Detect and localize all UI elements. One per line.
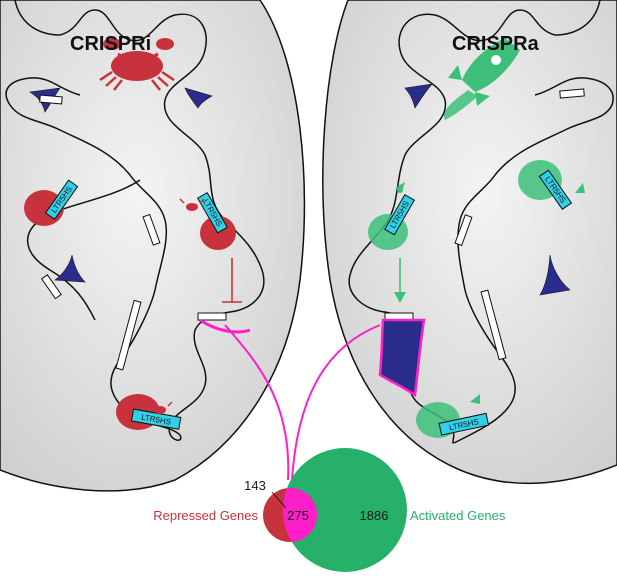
small-rocket-icon-2 <box>575 183 585 193</box>
left-gene-box-3 <box>40 274 62 300</box>
rocket-icon <box>444 38 520 120</box>
connector-left <box>224 324 290 481</box>
small-crab-icon-2 <box>147 401 173 414</box>
crispri-title: CRISPRi <box>70 33 151 55</box>
activated-genes-circle <box>283 448 407 572</box>
left-chromatin-branch <box>26 179 141 321</box>
activated-only-count: 1886 <box>360 508 389 523</box>
right-gene-box-2 <box>454 214 473 247</box>
crispra-title: CRISPRa <box>452 33 540 55</box>
left-gene-3 <box>54 254 86 283</box>
small-rocket-icon-3 <box>470 394 480 404</box>
repressed-only-count: 143 <box>244 478 266 493</box>
right-gene-box-1 <box>559 88 585 99</box>
left-chromatin-fiber <box>5 0 265 441</box>
small-crab-icon-1 <box>179 198 205 211</box>
small-rocket-icon-1 <box>395 182 405 193</box>
crab-icon <box>99 38 175 91</box>
repressed-count-leader <box>271 491 287 509</box>
repressed-genes-label: Repressed Genes <box>153 508 258 523</box>
left-gene-box-1 <box>39 94 63 105</box>
activated-genes-label: Activated Genes <box>410 508 506 523</box>
connector-right <box>291 324 381 481</box>
right-activated-gene <box>378 318 426 398</box>
left-repressed-gene <box>199 318 251 334</box>
left-gene-2 <box>184 87 213 109</box>
right-dcas9-blob-3: LTR5HS <box>416 402 490 438</box>
left-gene-box-2 <box>142 213 161 246</box>
activation-arrow <box>394 258 406 303</box>
right-gene-box-3 <box>480 289 507 361</box>
left-gene-box-4 <box>115 299 142 371</box>
overlap-count: 275 <box>287 508 309 523</box>
right-gene-2 <box>539 254 571 296</box>
repression-arrow <box>222 258 242 303</box>
left-nucleus <box>0 0 306 492</box>
right-gene-1 <box>404 83 433 109</box>
venn-diagram <box>263 448 407 572</box>
left-target-gene-box <box>197 312 227 321</box>
